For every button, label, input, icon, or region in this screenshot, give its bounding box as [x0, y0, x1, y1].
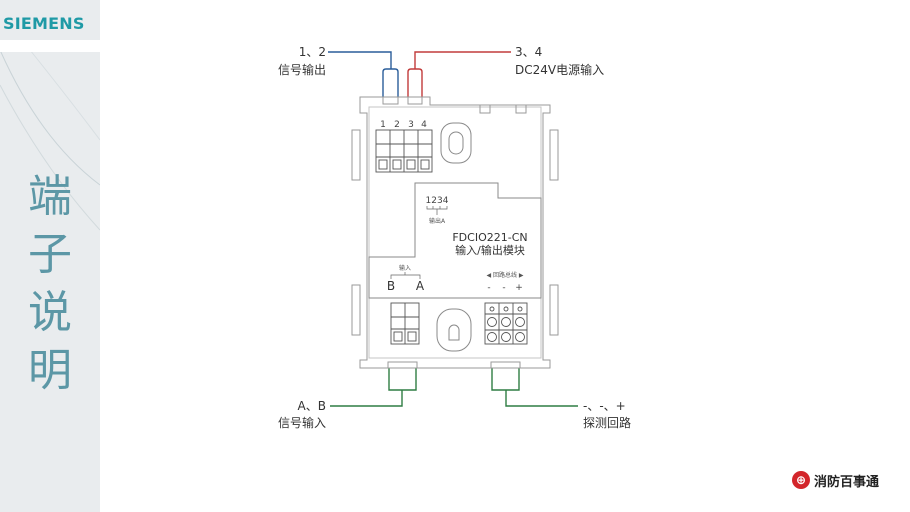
terminal-number: 3 [408, 120, 414, 130]
detection-loop-terminals: -、-、+ [583, 399, 626, 413]
loop-sign: + [515, 283, 523, 293]
power-input-label: DC24V电源输入 [515, 62, 604, 77]
footer-brand: ⊕ 消防百事通 [792, 469, 879, 491]
terminal-numbers: 1 2 3 4 [380, 120, 427, 130]
input-terminal-block [390, 302, 420, 345]
module-description: 输入/输出模块 [455, 243, 525, 257]
loop-terminal-block [484, 302, 528, 345]
output-a-label: 输出A [429, 217, 446, 225]
loop-indicator: ◀ 回路总线 ▶ - - + [486, 271, 523, 293]
side-title-char: 说 [28, 287, 72, 338]
brand-icon: ⊕ [792, 471, 810, 489]
siemens-logo: SIEMENS [3, 14, 85, 33]
terminal-number: 1 [380, 120, 386, 130]
red-wire [407, 51, 511, 104]
signal-input-terminals: A、B [298, 399, 326, 413]
logo-band [0, 40, 100, 52]
loop-sign: - [487, 283, 490, 293]
input-terminal-b: B [387, 279, 395, 293]
terminal-number: 4 [421, 120, 427, 130]
side-title: 端 子 说 明 [22, 168, 78, 400]
output-a-indicator: 1234 输出A [426, 196, 449, 225]
label-panel [368, 182, 542, 299]
blue-wire [328, 51, 399, 104]
model-number: FDCIO221-CN [452, 231, 527, 244]
signal-output-terminals: 1、2 [299, 45, 326, 59]
detection-loop-label: 探测回路 [583, 415, 631, 430]
green-wire-left [330, 364, 417, 407]
bottom-mounting-keyhole [436, 308, 472, 352]
side-title-char: 端 [28, 171, 72, 222]
input-small-label: 输入 [399, 264, 411, 272]
signal-output-label: 信号输出 [278, 62, 326, 77]
power-input-terminals: 3、4 [515, 45, 542, 59]
brand-text: 消防百事通 [814, 474, 880, 490]
input-terminal-a: A [416, 279, 425, 293]
sidebar-decoration [0, 49, 100, 231]
side-title-char: 明 [28, 345, 72, 396]
top-mounting-slot [440, 122, 472, 164]
signal-input-label: 信号输入 [278, 415, 326, 430]
terminal-number: 2 [394, 120, 400, 130]
green-wire-right [491, 364, 578, 407]
side-title-char: 子 [28, 229, 72, 280]
loop-sign: - [502, 283, 505, 293]
loop-small-label: ◀ 回路总线 ▶ [486, 271, 523, 279]
small-terminal-numbers: 1234 [426, 196, 449, 206]
output-terminal-block [375, 129, 433, 173]
input-indicator: 输入 B A [387, 264, 425, 293]
sidebar: SIEMENS 端 子 说 明 [0, 0, 100, 512]
